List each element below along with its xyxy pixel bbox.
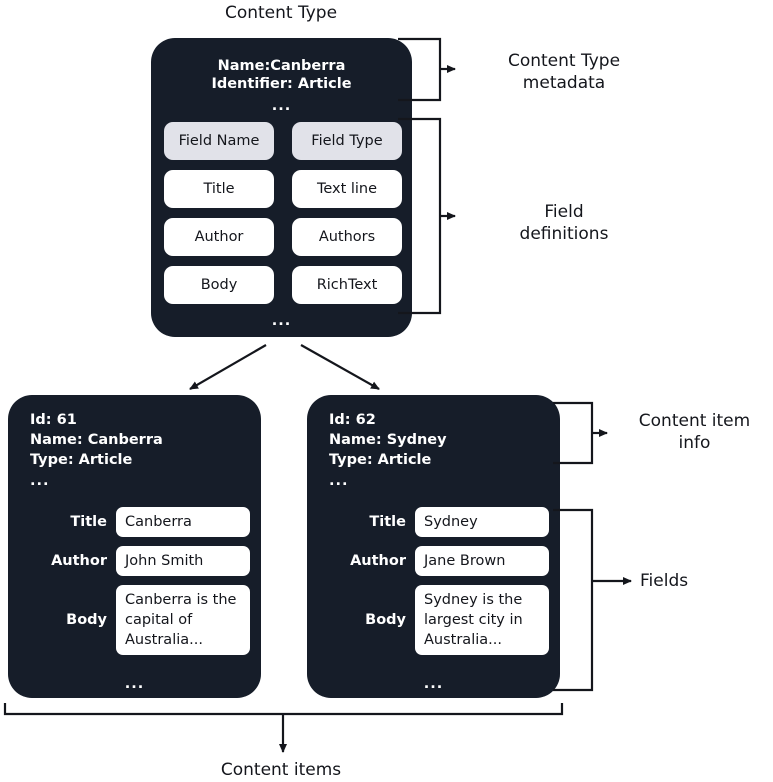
field-label: Author: [350, 553, 406, 569]
content-item-card-canberra: Id: 61 Name: Canberra Type: Article ... …: [8, 395, 261, 698]
column-header-field-name: Field Name: [164, 122, 274, 160]
field-value[interactable]: John Smith: [116, 546, 250, 576]
field-label: Author: [51, 553, 107, 569]
content-item-ellipsis-top: ...: [329, 473, 349, 489]
field-row: Body Canberra is the capital of Australi…: [31, 585, 250, 655]
field-label: Body: [66, 612, 107, 628]
content-item-ellipsis-bottom: ...: [423, 676, 444, 692]
content-type-ellipsis-bottom: ...: [271, 313, 292, 329]
content-item-ellipsis-bottom: ...: [124, 676, 145, 692]
field-type-cell[interactable]: Text line: [292, 170, 402, 208]
field-label: Title: [70, 514, 107, 530]
field-value[interactable]: Canberra: [116, 507, 250, 537]
field-name-cell[interactable]: Body: [164, 266, 274, 304]
field-row: Title Sydney: [330, 507, 549, 537]
annotation-content-type-metadata: Content Type metadata: [507, 51, 621, 94]
field-row: Title Canberra: [31, 507, 250, 537]
field-definitions-table: Field Name Field Type Title Text line Au…: [164, 122, 402, 304]
content-item-type: Type: Article: [329, 452, 432, 468]
content-item-name: Name: Canberra: [30, 432, 163, 448]
field-type-cell[interactable]: Authors: [292, 218, 402, 256]
field-row: Author Jane Brown: [330, 546, 549, 576]
bracket-content-items: [3, 703, 564, 753]
arrow-to-sydney-card: [300, 344, 380, 390]
field-label: Title: [369, 514, 406, 530]
field-type-cell[interactable]: RichText: [292, 266, 402, 304]
content-item-fields: Title Sydney Author Jane Brown Body Sydn…: [330, 507, 549, 655]
content-type-ellipsis-top: ...: [271, 98, 292, 114]
content-type-card: Name:Canberra Identifier: Article ... Fi…: [151, 38, 412, 337]
field-value[interactable]: Sydney is the largest city in Australia.…: [415, 585, 549, 655]
annotation-content-item-info: Content item info: [638, 411, 751, 454]
field-label: Body: [365, 612, 406, 628]
content-item-ellipsis-top: ...: [30, 473, 50, 489]
arrow-to-canberra-card: [189, 344, 267, 390]
content-item-name: Name: Sydney: [329, 432, 447, 448]
annotation-fields: Fields: [640, 571, 689, 591]
field-row: Body Sydney is the largest city in Austr…: [330, 585, 549, 655]
content-type-name: Name:Canberra: [217, 58, 346, 74]
bracket-content-item-info: [553, 401, 608, 465]
field-row: Author John Smith: [31, 546, 250, 576]
field-value[interactable]: Canberra is the capital of Australia...: [116, 585, 250, 655]
content-type-identifier: Identifier: Article: [211, 76, 352, 92]
bracket-fields: [553, 508, 632, 692]
page-title-content-items: Content items: [220, 760, 342, 780]
page-title-content-type: Content Type: [224, 3, 338, 23]
field-name-cell[interactable]: Title: [164, 170, 274, 208]
field-value[interactable]: Jane Brown: [415, 546, 549, 576]
content-item-fields: Title Canberra Author John Smith Body Ca…: [31, 507, 250, 655]
field-value[interactable]: Sydney: [415, 507, 549, 537]
content-item-type: Type: Article: [30, 452, 133, 468]
content-item-card-sydney: Id: 62 Name: Sydney Type: Article ... Ti…: [307, 395, 560, 698]
field-name-cell[interactable]: Author: [164, 218, 274, 256]
content-item-id: Id: 61: [30, 412, 77, 428]
column-header-field-type: Field Type: [292, 122, 402, 160]
annotation-field-definitions: Field definitions: [519, 202, 609, 245]
content-item-id: Id: 62: [329, 412, 376, 428]
